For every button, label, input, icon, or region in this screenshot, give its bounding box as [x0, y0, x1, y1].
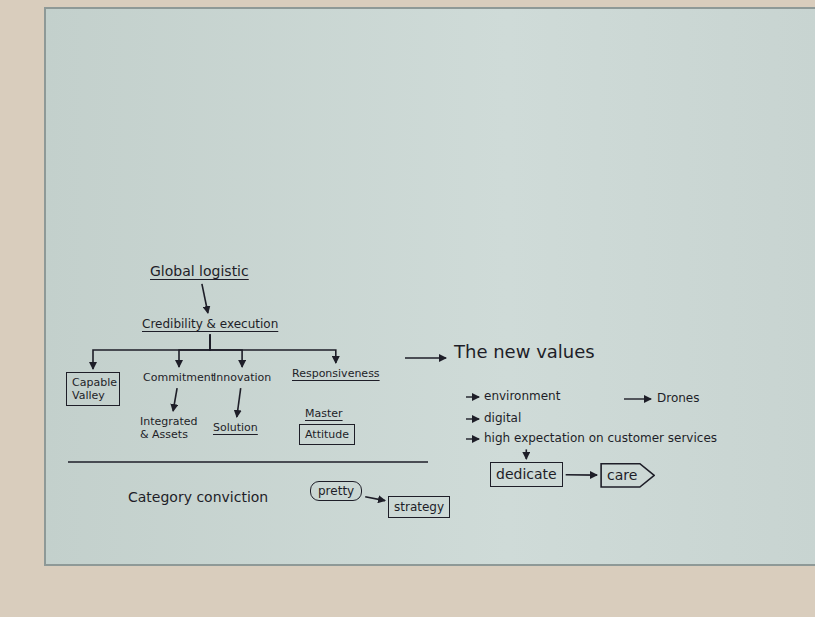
branch-text: Responsiveness	[290, 366, 382, 381]
node-text: high expectation on customer services	[484, 431, 717, 445]
node-text: digital	[484, 411, 521, 425]
branch-node: Credibility & execution	[140, 316, 280, 332]
connector-arrow	[93, 334, 210, 369]
list-item: digital	[482, 410, 523, 426]
node-text: Commitment	[143, 371, 215, 384]
heading-text: The new values	[452, 340, 597, 364]
list-item: high expectation on customer services	[482, 430, 719, 446]
value-box: Attitude	[299, 424, 355, 445]
node-text: strategy	[394, 500, 444, 514]
node-text: Integrated & Assets	[140, 415, 200, 441]
node-text: Attitude	[305, 428, 349, 441]
node-text: dedicate	[496, 466, 557, 483]
node-text: pretty	[318, 484, 354, 498]
connector-arrow	[210, 334, 336, 363]
connector-arrow	[173, 388, 177, 411]
branch-text: Commitment	[141, 370, 217, 385]
node-text: The new values	[454, 341, 595, 363]
node-text: environment	[484, 389, 560, 403]
node-text: Capable Valley	[72, 376, 114, 402]
branch-text: Innovation	[211, 370, 273, 385]
connector-arrow	[179, 334, 210, 367]
result-text: Master	[303, 406, 345, 421]
value-pentagon: care	[600, 463, 655, 488]
node-text: Solution	[213, 421, 258, 434]
node-text: care	[607, 467, 637, 484]
connector-arrow	[202, 284, 208, 313]
value-box: pretty	[310, 481, 362, 501]
connector-arrow	[365, 497, 385, 501]
node-text: Category conviction	[128, 489, 268, 506]
node-text: Drones	[657, 391, 700, 405]
node-text: Responsiveness	[292, 367, 380, 380]
node-text: Master	[305, 407, 343, 420]
list-item: environment	[482, 388, 562, 404]
heading-text: Global logistic	[148, 262, 251, 281]
connector-arrow	[525, 449, 527, 459]
node-text: Innovation	[213, 371, 271, 384]
result-text: Integrated & Assets	[138, 414, 202, 442]
value-box: strategy	[388, 496, 450, 518]
connector-arrow	[566, 474, 597, 476]
list-item: Drones	[655, 390, 702, 406]
result-text: Solution	[211, 420, 260, 435]
value-box: Capable Valley	[66, 372, 120, 406]
value-box: dedicate	[490, 462, 563, 487]
node-text: Credibility & execution	[142, 317, 278, 331]
heading-text: Category conviction	[126, 488, 270, 507]
connector-arrow	[237, 388, 241, 417]
node-text: Global logistic	[150, 263, 249, 280]
